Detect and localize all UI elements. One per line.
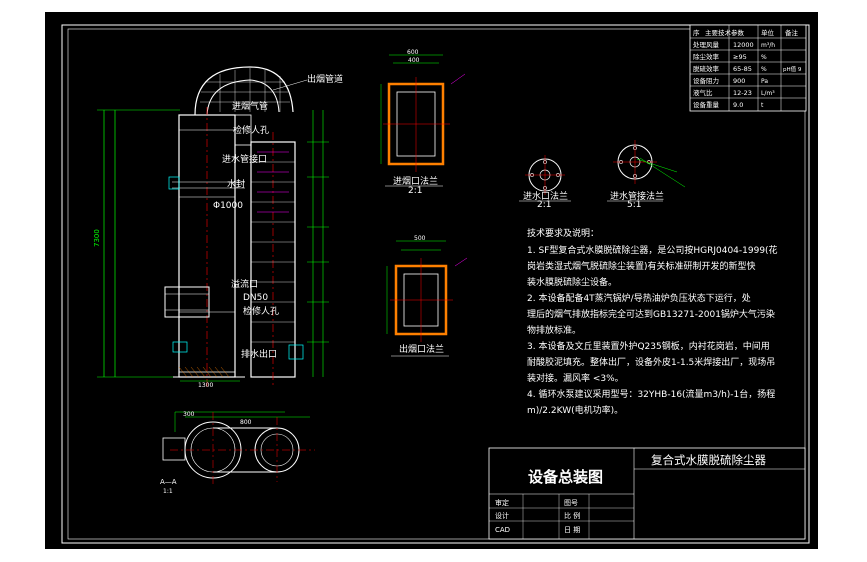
height-dimension: 7300 — [93, 229, 101, 247]
tb-role: 审定 — [495, 498, 509, 507]
spec-row-name: 除尘效率 — [693, 52, 720, 61]
tb-col: 日 期 — [564, 526, 580, 534]
spec-row-value: 65-85 — [733, 65, 752, 73]
inlet-view-scale: 2:1 — [408, 186, 422, 196]
inlet-flange-view: 600 400 进烟口法兰 2:1 — [380, 49, 466, 196]
spec-header-unit: 单位 — [761, 28, 775, 37]
outlet-flange-view: 500 出烟口法兰 — [386, 235, 468, 357]
spec-row-unit: % — [761, 66, 767, 73]
spec-row-value: 12000 — [733, 41, 754, 49]
technical-notes: 技术要求及说明： 1. SF型复合式水膜脱硫除尘器，是公司按HGRJ0404-1… — [527, 227, 778, 416]
label-water-outlet: 排水出口 — [241, 348, 277, 360]
spec-row-value: 9.0 — [733, 101, 743, 109]
spec-header-params: 主要技术参数 — [705, 28, 745, 37]
notes-line: 岗岩类湿式烟气脱硫除尘装置)有关标准研制开发的新型快 — [527, 260, 756, 272]
drawing-title: 设备总装图 — [528, 468, 603, 486]
product-title: 复合式水膜脱硫除尘器 — [651, 453, 766, 467]
tb-col: 图号 — [564, 499, 578, 507]
spec-row-unit: % — [761, 54, 767, 61]
main-tower-elevation: 7300 1300 — [93, 66, 343, 389]
inner-frame — [67, 28, 806, 540]
tb-col: 比 例 — [564, 511, 580, 520]
label-inlet-flue: 进烟气管 — [232, 100, 268, 112]
label-outlet-pipe: 出烟管道 — [307, 73, 343, 85]
outer-frame — [61, 24, 810, 544]
label-water-inlet: 进水管接口 — [222, 153, 267, 165]
water-inlet-flange: 进水口法兰 2:1 — [519, 155, 571, 210]
outlet-dim-500: 500 — [414, 235, 426, 242]
notes-line: 3. 本设备及文丘里装置外护Q235钢板，内衬花岗岩，中间用 — [527, 340, 770, 352]
spec-row-value: 900 — [733, 77, 745, 85]
notes-line: 2. 本设备配备4T蒸汽锅炉/导热油炉负压状态下运行，处 — [527, 292, 751, 304]
label-overflow: 溢流口 — [231, 278, 258, 290]
tb-role: 设计 — [495, 511, 509, 520]
label-diameter: Φ1000 — [213, 201, 243, 211]
inlet-view-title: 进烟口法兰 — [393, 175, 438, 187]
spec-header-note: 备注 — [785, 28, 799, 37]
spec-row-name: 脱硫效率 — [693, 64, 720, 73]
notes-line: 装对接。漏风率 <3%。 — [527, 372, 624, 384]
notes-title: 技术要求及说明： — [527, 227, 599, 239]
notes-line: 4. 循环水泵建议采用型号：32YHB-16(流量m3/h)-1台，扬程 — [527, 388, 775, 400]
spec-row-unit: m³/h — [761, 42, 775, 49]
base-width-dimension: 1300 — [198, 382, 213, 389]
notes-line: 装水膜脱硫除尘设备。 — [527, 276, 617, 288]
spec-row-name: 设备重量 — [693, 100, 720, 109]
spec-row-unit: L/m³ — [761, 90, 775, 97]
notes-line: 理后的烟气排放指标完全可达到GB13271-2001锅炉大气污染 — [527, 308, 775, 320]
section-label: A—A — [160, 478, 177, 486]
label-water-seal: 水封 — [227, 178, 245, 190]
label-dn50: DN50 — [243, 293, 268, 303]
spec-row-unit: Pa — [761, 78, 768, 85]
section-scale: 1:1 — [163, 488, 173, 495]
notes-line: m)/2.2KW(电机功率)。 — [527, 404, 623, 416]
tb-role: CAD — [495, 526, 510, 534]
drawing-sheet: 7300 1300 — [45, 12, 818, 549]
notes-line: 物排放标准。 — [527, 324, 581, 336]
label-inspection-top: 检修人孔 — [233, 124, 269, 136]
inlet-dim-400: 400 — [408, 57, 420, 64]
flange-view2-title: 进水管接法兰 — [610, 190, 664, 202]
dim-300: 300 — [183, 411, 195, 418]
inlet-dim-600: 600 — [407, 49, 419, 56]
label-access-door: 检修人孔 — [243, 305, 279, 317]
flange-view-title: 进水口法兰 — [523, 190, 568, 202]
dim-800: 800 — [240, 419, 252, 426]
notes-line: 耐酸胶泥填充。整体出厂，设备外皮1-1.5米焊接出厂，现场吊 — [527, 356, 775, 368]
spec-row-note: pH值 9 — [783, 65, 802, 73]
flange-view-scale: 2:1 — [537, 200, 551, 210]
spec-table: 序 主要技术参数 单位 备注 处理风量 12000 m³/h 除尘效率 ≥95 … — [689, 24, 807, 112]
outlet-view-title: 出烟口法兰 — [399, 343, 444, 355]
title-block: 复合式水膜脱硫除尘器 设备总装图 审定 图号 设计 比 例 CAD 日 期 — [488, 447, 806, 540]
notes-line: 1. SF型复合式水膜脱硫除尘器，是公司按HGRJ0404-1999(花 — [527, 244, 778, 256]
spec-row-name: 液气比 — [693, 88, 713, 97]
spec-row-unit: t — [761, 102, 764, 109]
spec-row-value: ≥95 — [733, 53, 747, 61]
spec-row-name: 设备阻力 — [693, 76, 719, 85]
spec-row-name: 处理风量 — [693, 40, 720, 49]
section-a-a-view: 300 800 A—A 1:1 — [160, 411, 315, 495]
water-pipe-flange: 进水管接法兰 5:1 — [607, 140, 686, 210]
cad-drawing: 7300 1300 — [61, 24, 810, 544]
spec-row-value: 12-23 — [733, 89, 752, 97]
spec-header-index: 序 — [693, 28, 700, 37]
flange-view2-scale: 5:1 — [627, 200, 641, 210]
